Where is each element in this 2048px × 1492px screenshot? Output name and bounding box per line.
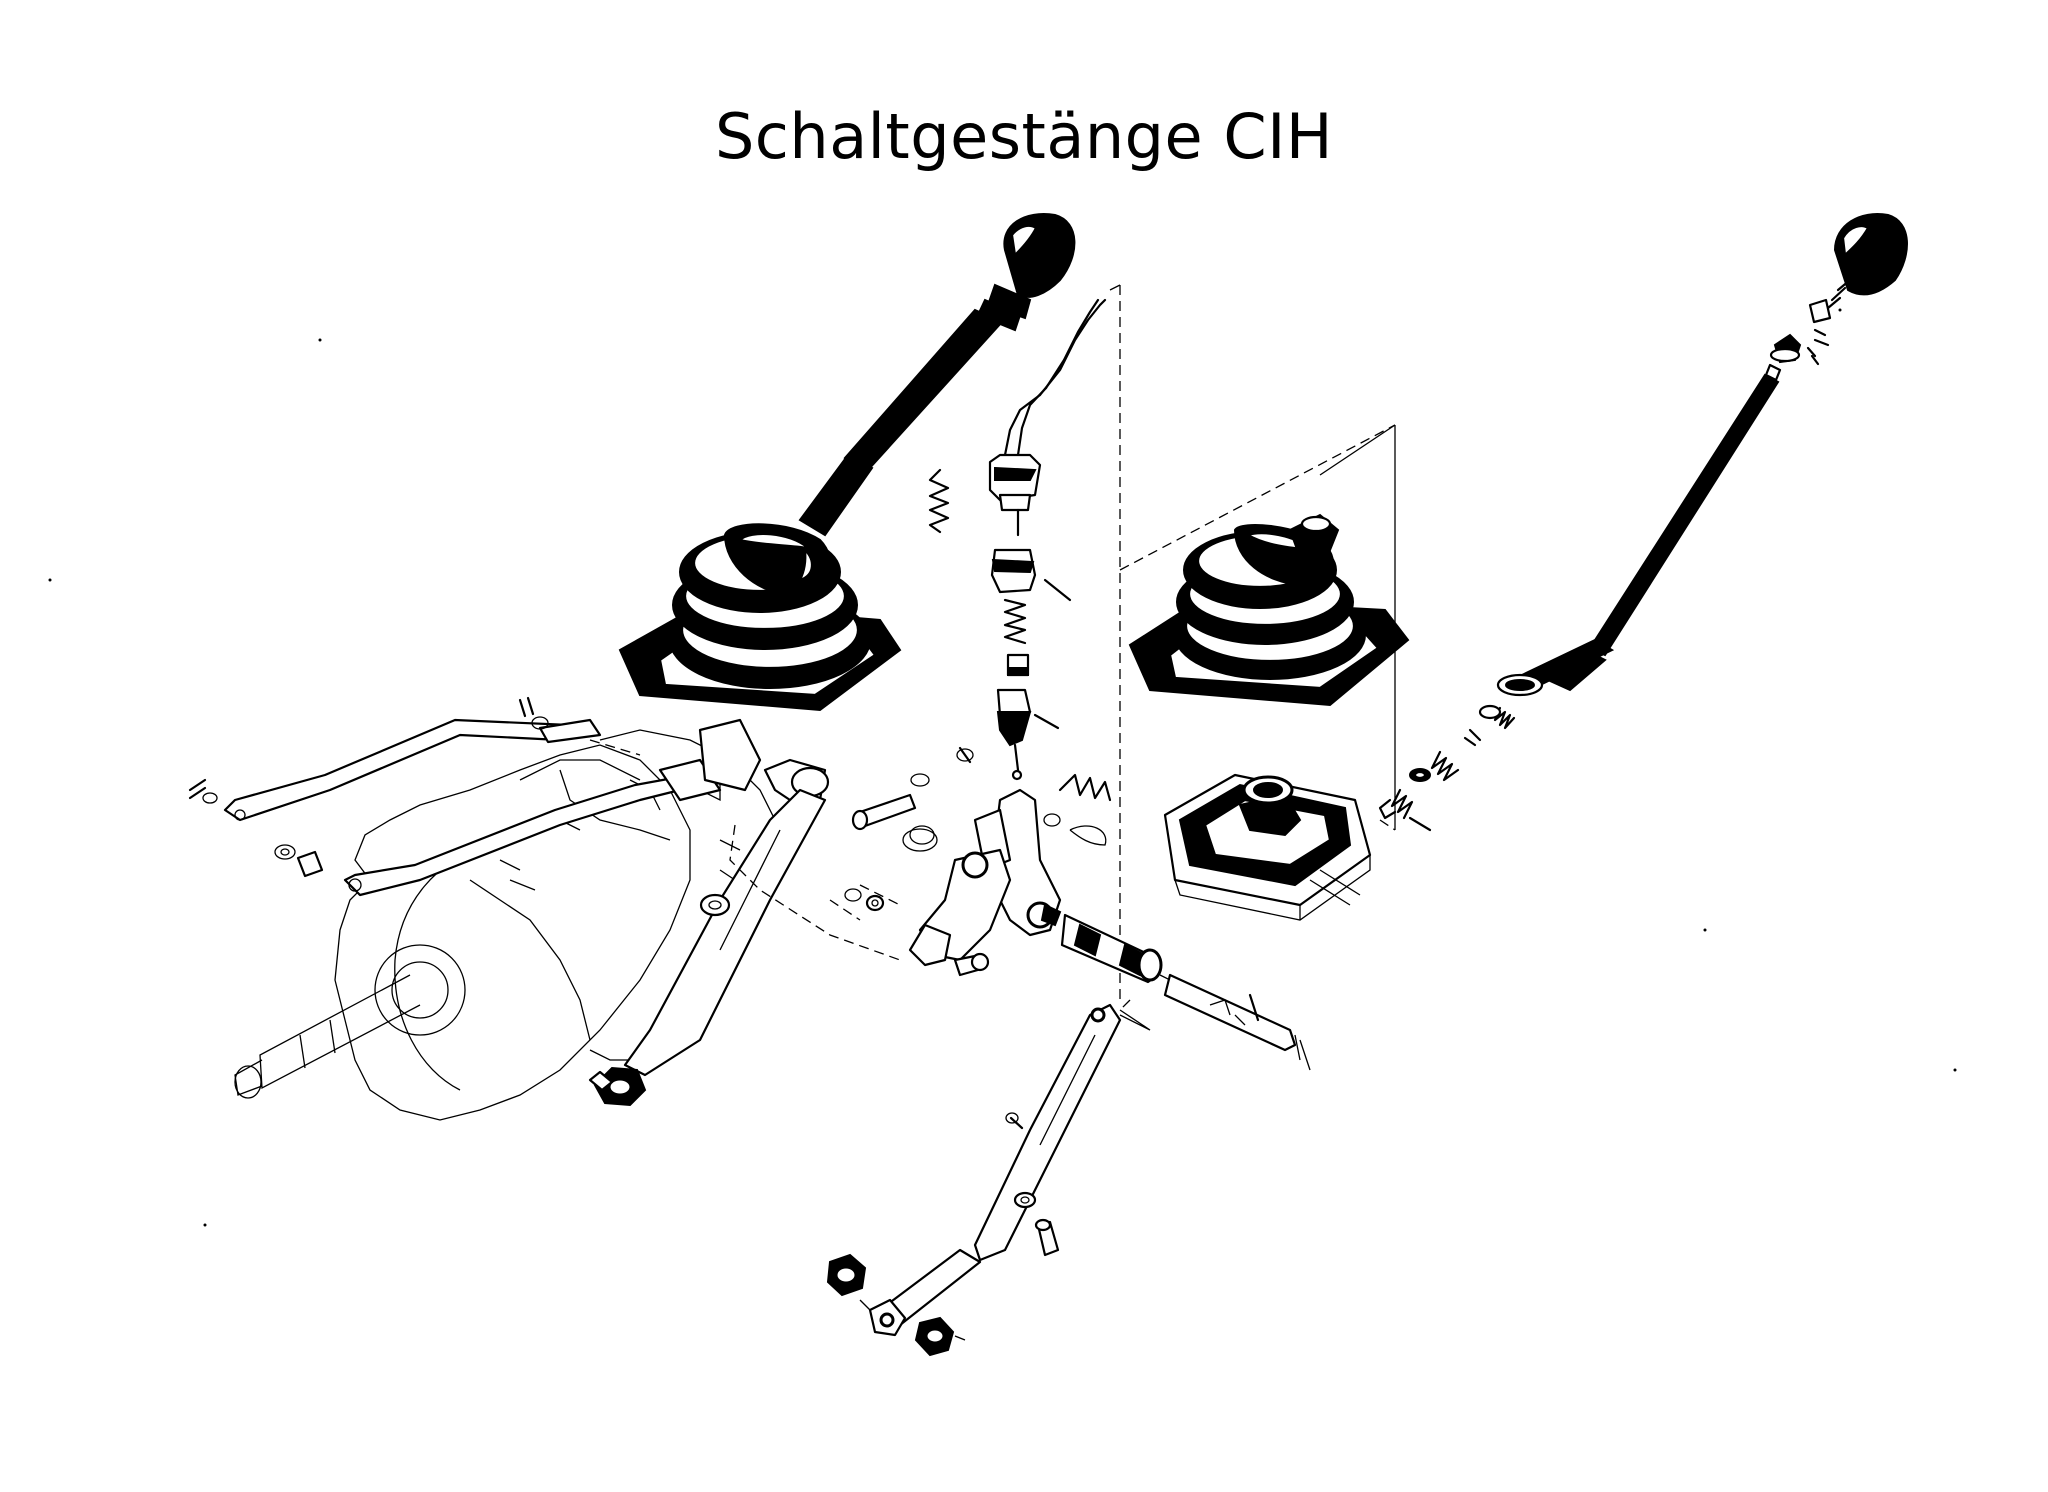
shift-rod-left	[223, 718, 641, 822]
shift-rod-upper	[343, 758, 722, 897]
reference-lines	[729, 824, 1151, 1031]
nuts	[826, 1253, 966, 1357]
selector-rod	[868, 1003, 1122, 1337]
selector-bracket	[588, 718, 830, 1107]
shift-lever-right	[1378, 213, 1908, 832]
diagram-title: Schaltgestänge CIH	[714, 100, 1334, 173]
pins	[188, 696, 549, 804]
rubber-seal	[1163, 773, 1372, 921]
shift-boot-right	[1119, 424, 1410, 830]
gearbox-housing	[234, 729, 781, 1121]
washers	[844, 825, 935, 912]
shift-lever-center	[928, 284, 1121, 1005]
washers	[274, 844, 324, 878]
paper-specks	[48, 308, 1957, 1227]
shift-lever-left	[798, 213, 1076, 537]
selector-lever	[851, 746, 1112, 967]
shift-boot-left	[618, 523, 902, 712]
bolts	[953, 952, 990, 977]
shift-shaft	[1060, 913, 1311, 1071]
